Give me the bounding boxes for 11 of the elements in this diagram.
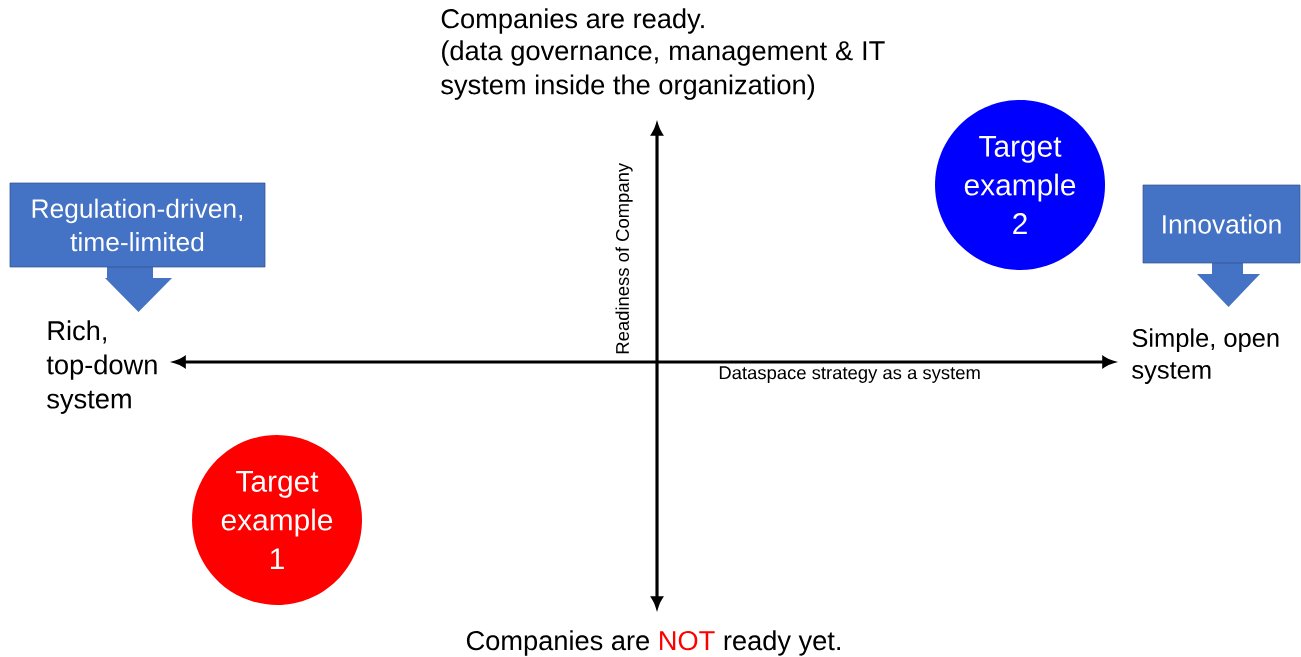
callout-box: Regulation-driven, time-limited xyxy=(9,182,266,312)
heading-text: (data governance, management & IT system inside the organization) xyxy=(441,40,885,100)
heading-text: Companies are ready. xyxy=(441,8,704,34)
callout-box: Innovation xyxy=(1142,184,1301,307)
axis-title: Readiness of Company xyxy=(615,162,633,354)
axis-end-label: Simple, open system xyxy=(1132,328,1279,384)
axis-end-label: ready yet. xyxy=(724,630,840,656)
axis-title: Dataspace strategy as a system xyxy=(719,366,980,383)
axis-end-label: Companies are xyxy=(466,630,649,656)
emphasis-word: NOT xyxy=(660,631,715,651)
axis-end-label: Rich, top-down system xyxy=(46,320,157,414)
